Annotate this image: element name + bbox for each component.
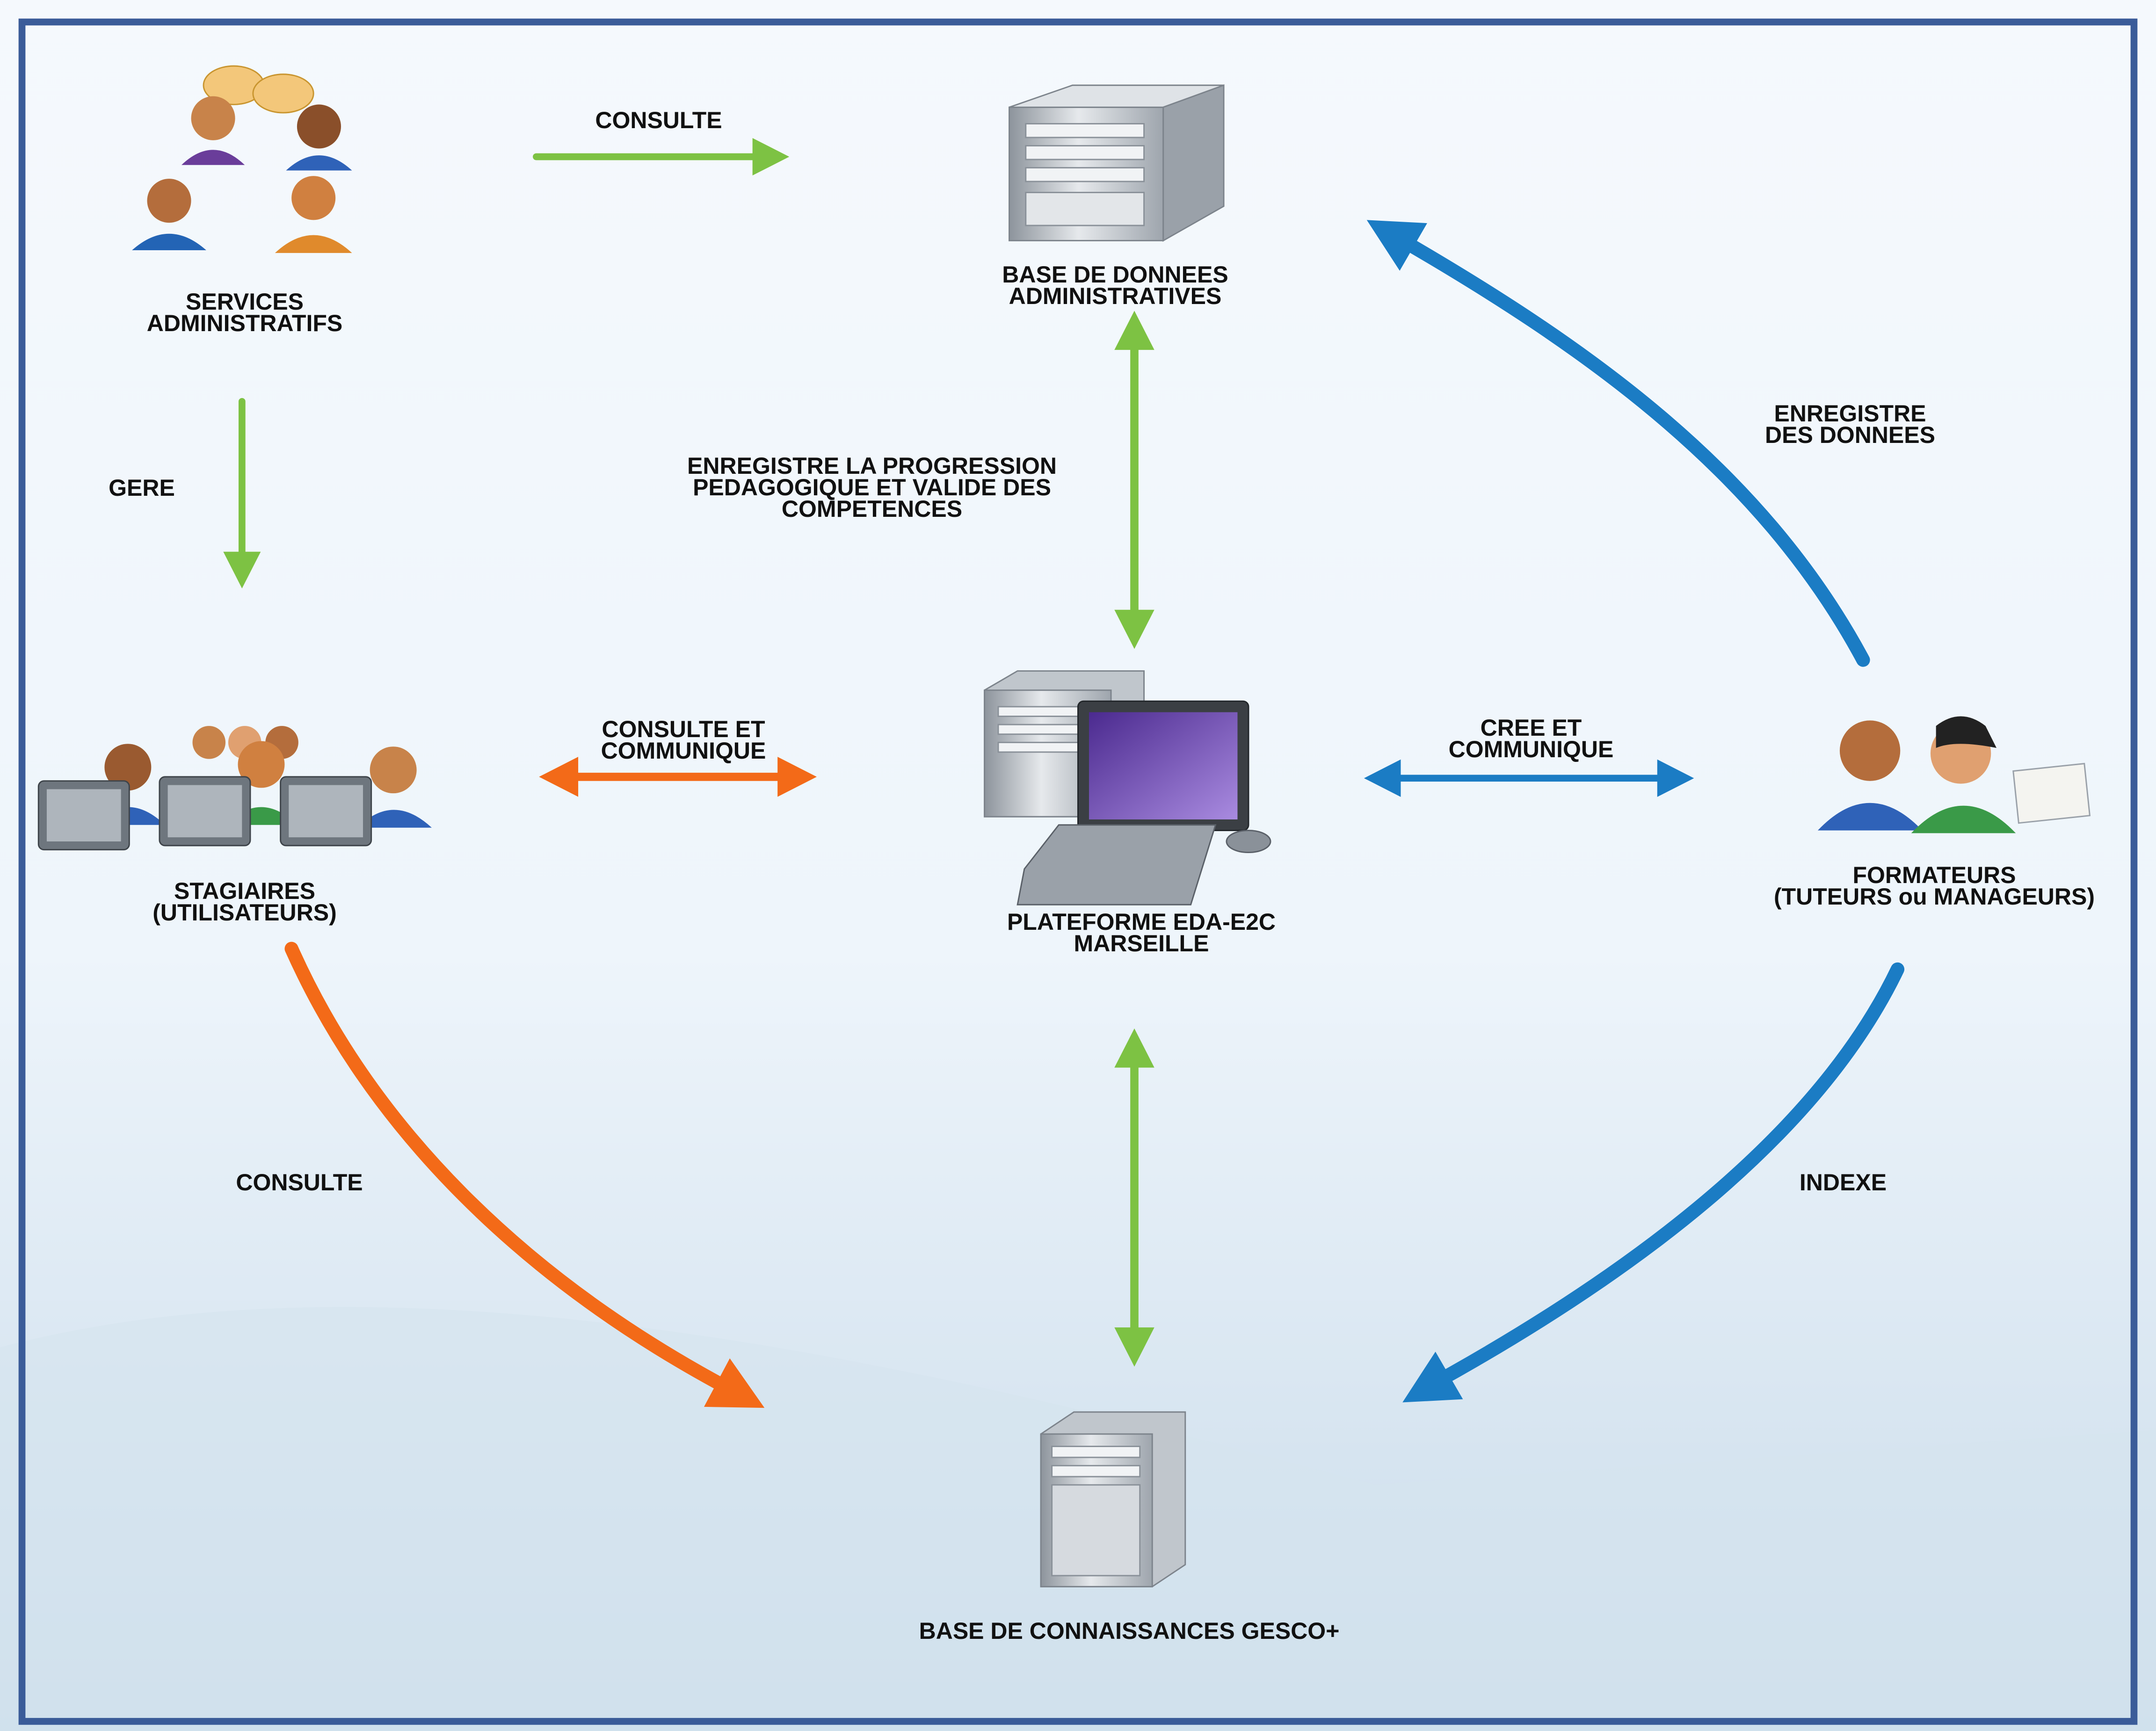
edge-formateurs-admin-arrowhead (1366, 220, 1427, 271)
edge-services-gere-arrowhead (223, 551, 261, 589)
edge-stagiaires-plateforme-arrowhead (777, 757, 817, 797)
server-tower-icon (1009, 84, 1225, 242)
trainers-icon (1817, 716, 2091, 833)
edge-label-stagiaires-consulte: CONSULTE (236, 1169, 363, 1195)
formateurs-label: FORMATEURS(TUTEURS ou MANAGEURS) (1773, 862, 2095, 910)
edge-plateforme-formateurs-arrowhead (1657, 759, 1694, 797)
edge-label-indexe: INDEXE (1799, 1169, 1887, 1195)
base-connaissances-label: BASE DE CONNAISSANCES GESCO+ (919, 1618, 1340, 1644)
edge-stagiaires-plateforme-arrowhead (539, 757, 579, 797)
people-group-icon (132, 65, 352, 253)
edge-label-gere: GERE (109, 475, 175, 501)
edge-plateforme-connaissances-arrowhead (1114, 1028, 1154, 1068)
edge-admin-plateforme-arrowhead (1114, 609, 1154, 649)
users-at-computers-icon (37, 726, 432, 851)
edge-stagiaires-connaissances-arrowhead (704, 1358, 765, 1408)
connectors (223, 138, 1905, 1408)
edge-plateforme-formateurs-arrowhead (1364, 759, 1401, 797)
stagiaires-label: STAGIAIRES(UTILISATEURS) (152, 878, 337, 926)
server-rack-icon (1040, 1411, 1186, 1587)
desktop-computer-icon (984, 670, 1271, 905)
edge-stagiaires-connaissances (284, 942, 736, 1396)
edge-admin-plateforme-arrowhead (1114, 311, 1154, 350)
edge-formateurs-admin (1388, 229, 1870, 667)
edge-formateurs-connaissances-arrowhead (1402, 1351, 1463, 1403)
diagram-frame (18, 18, 2138, 1725)
edge-services-consulte-arrowhead (752, 138, 790, 176)
edge-formateurs-connaissances (1430, 962, 1905, 1389)
edge-plateforme-connaissances-arrowhead (1114, 1327, 1154, 1367)
edge-label-services-consulte: CONSULTE (595, 107, 722, 133)
